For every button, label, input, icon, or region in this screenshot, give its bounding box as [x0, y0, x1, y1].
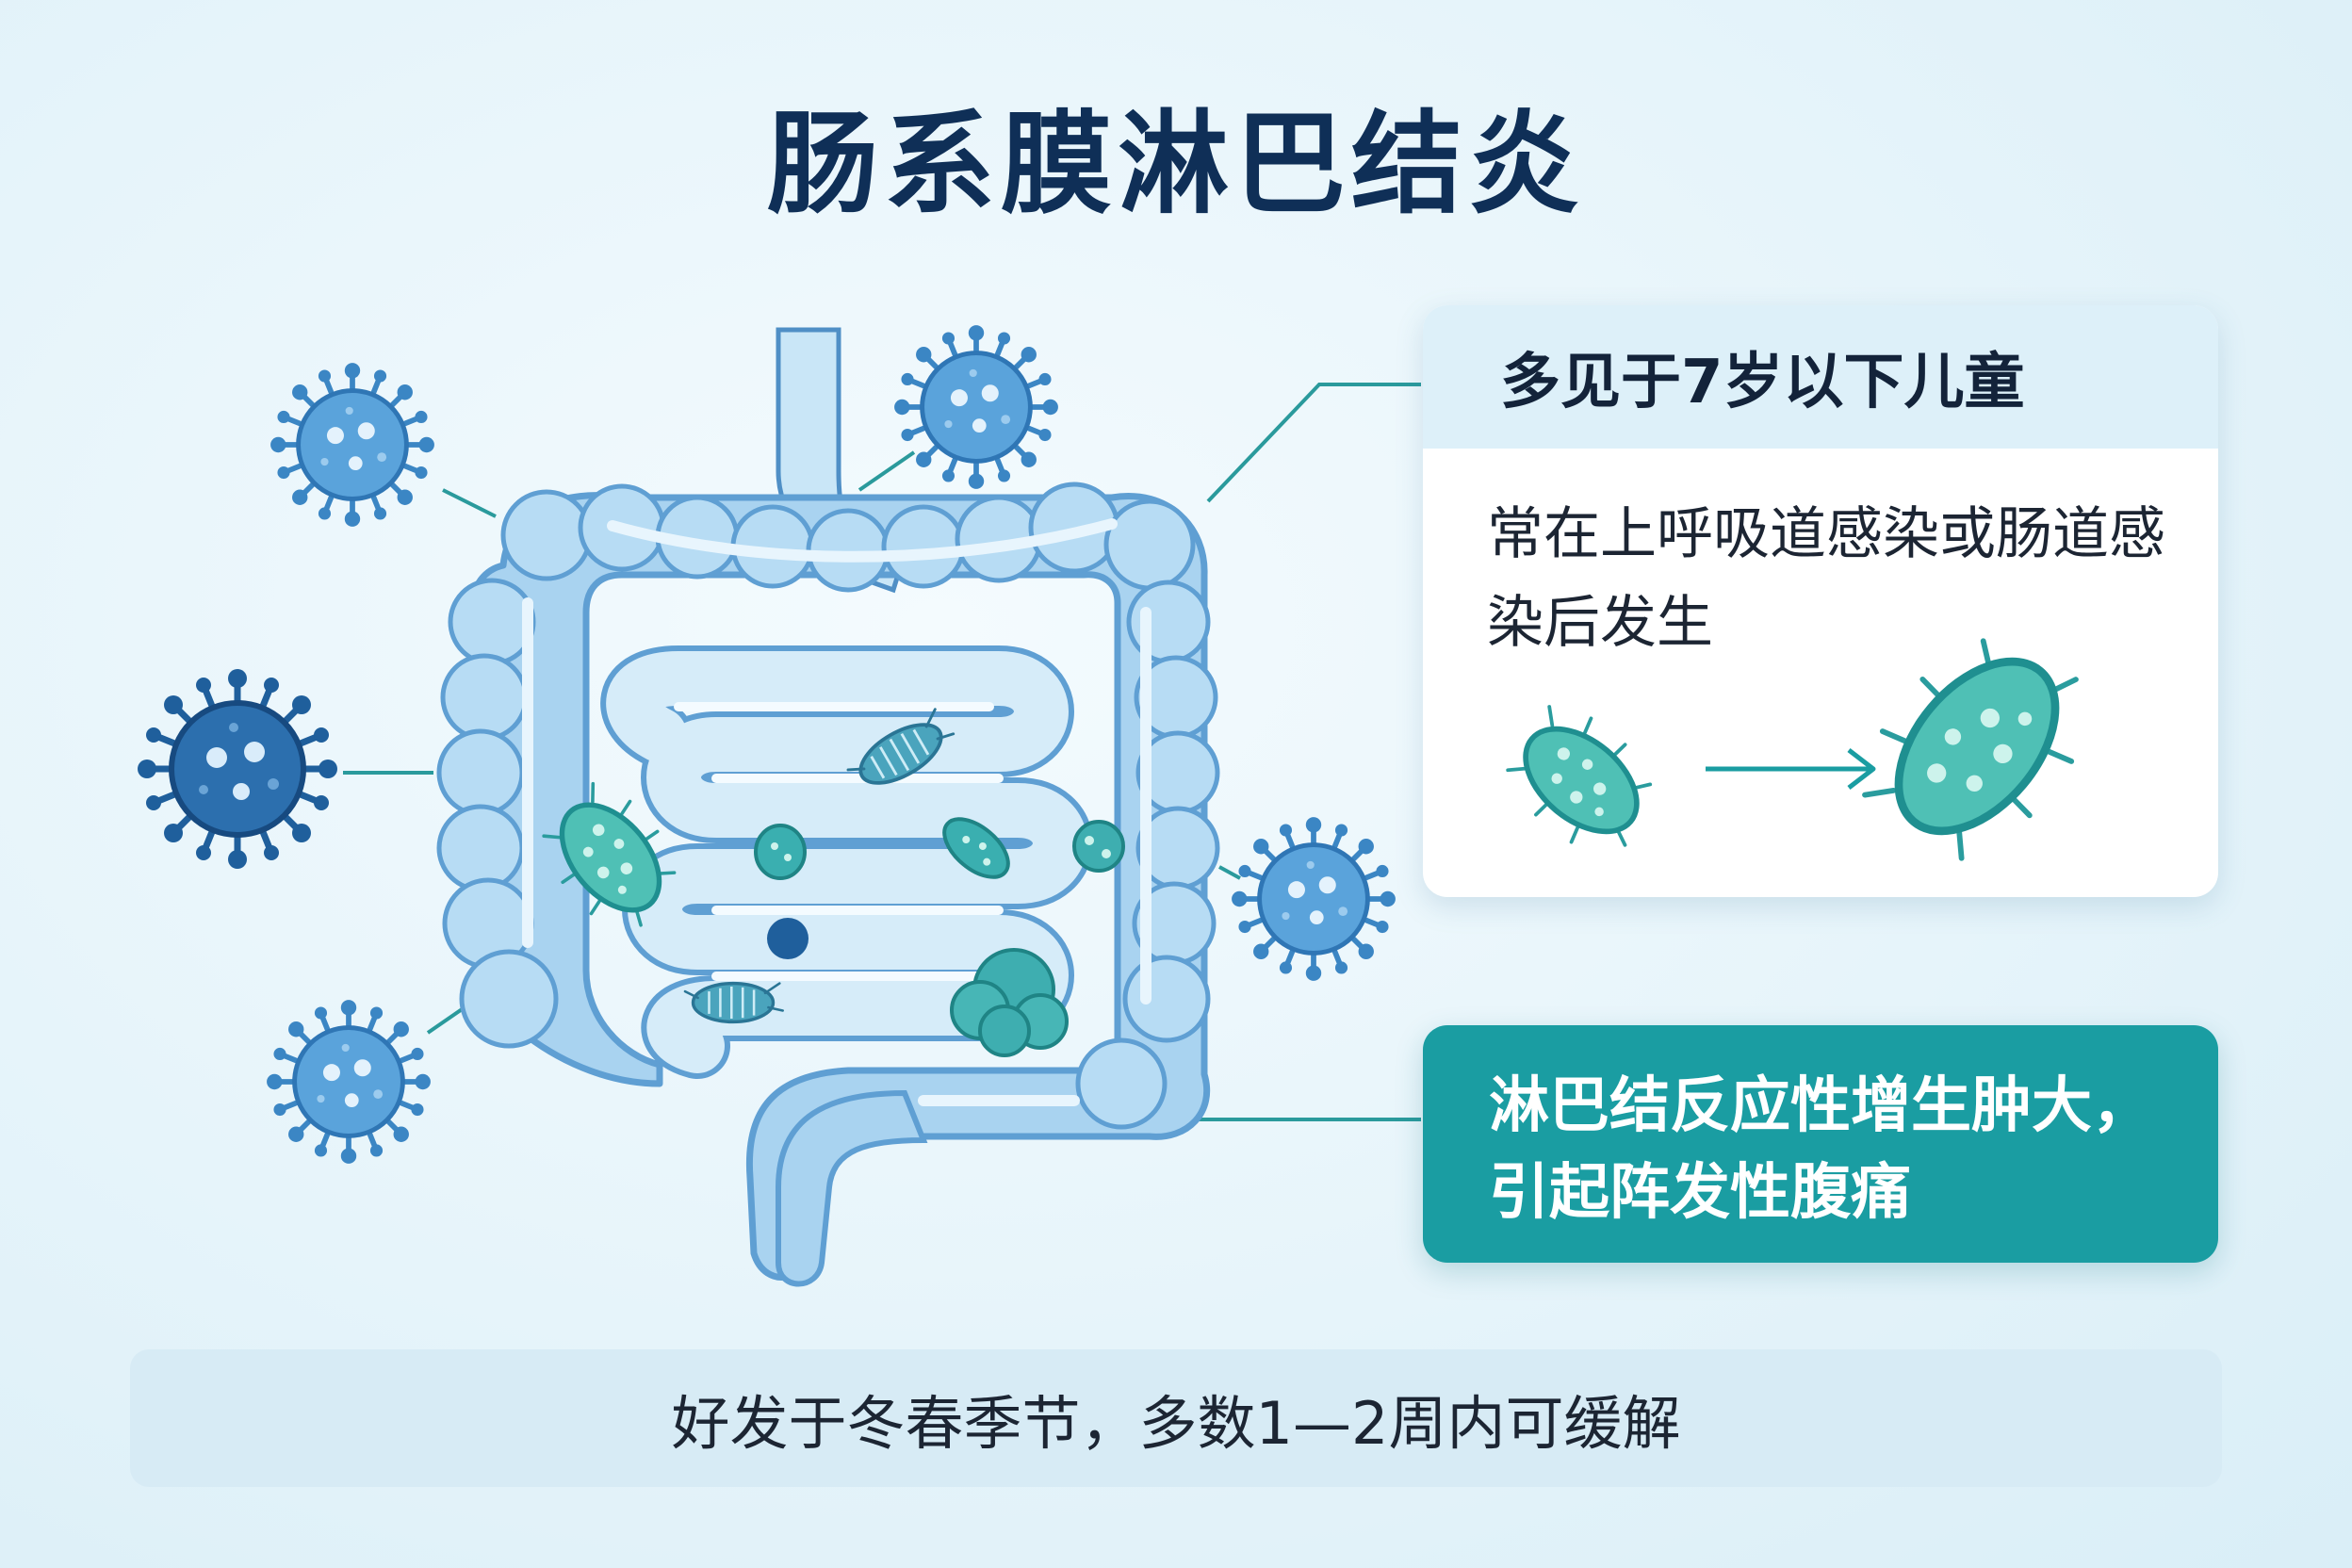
symptom-card-text: 淋巴结反应性增生肿大，引起阵发性腹痛	[1489, 1071, 2152, 1228]
page-title: 肠系膜淋巴结炎	[766, 99, 1585, 229]
footer-banner: 好发于冬春季节，多数1—2周内可缓解	[130, 1349, 2222, 1487]
info-card-body: 常在上呼吸道感染或肠道感染后发生	[1487, 501, 2165, 656]
virus-icon	[894, 325, 1058, 489]
arrow-right-icon	[1706, 748, 1876, 790]
bacteria-icon	[1491, 692, 1674, 871]
virus-icon	[270, 363, 434, 527]
symptom-card: 淋巴结反应性增生肿大，引起阵发性腹痛	[1423, 1025, 2218, 1263]
info-card: 多见于7岁以下儿童 常在上呼吸道感染或肠道感染后发生	[1423, 305, 2218, 897]
virus-icon	[1232, 817, 1396, 981]
bacteria-growth-illustration	[1423, 305, 2218, 897]
virus-icon	[267, 1000, 431, 1164]
bacteria-icon	[1842, 604, 2116, 885]
large-intestine	[436, 482, 1220, 1287]
footer-text: 好发于冬春季节，多数1—2周内可缓解	[671, 1389, 1681, 1458]
info-card-heading: 多见于7岁以下儿童	[1423, 305, 2218, 449]
lymph-node-cluster	[950, 948, 1069, 1057]
virus-icon	[138, 669, 337, 869]
